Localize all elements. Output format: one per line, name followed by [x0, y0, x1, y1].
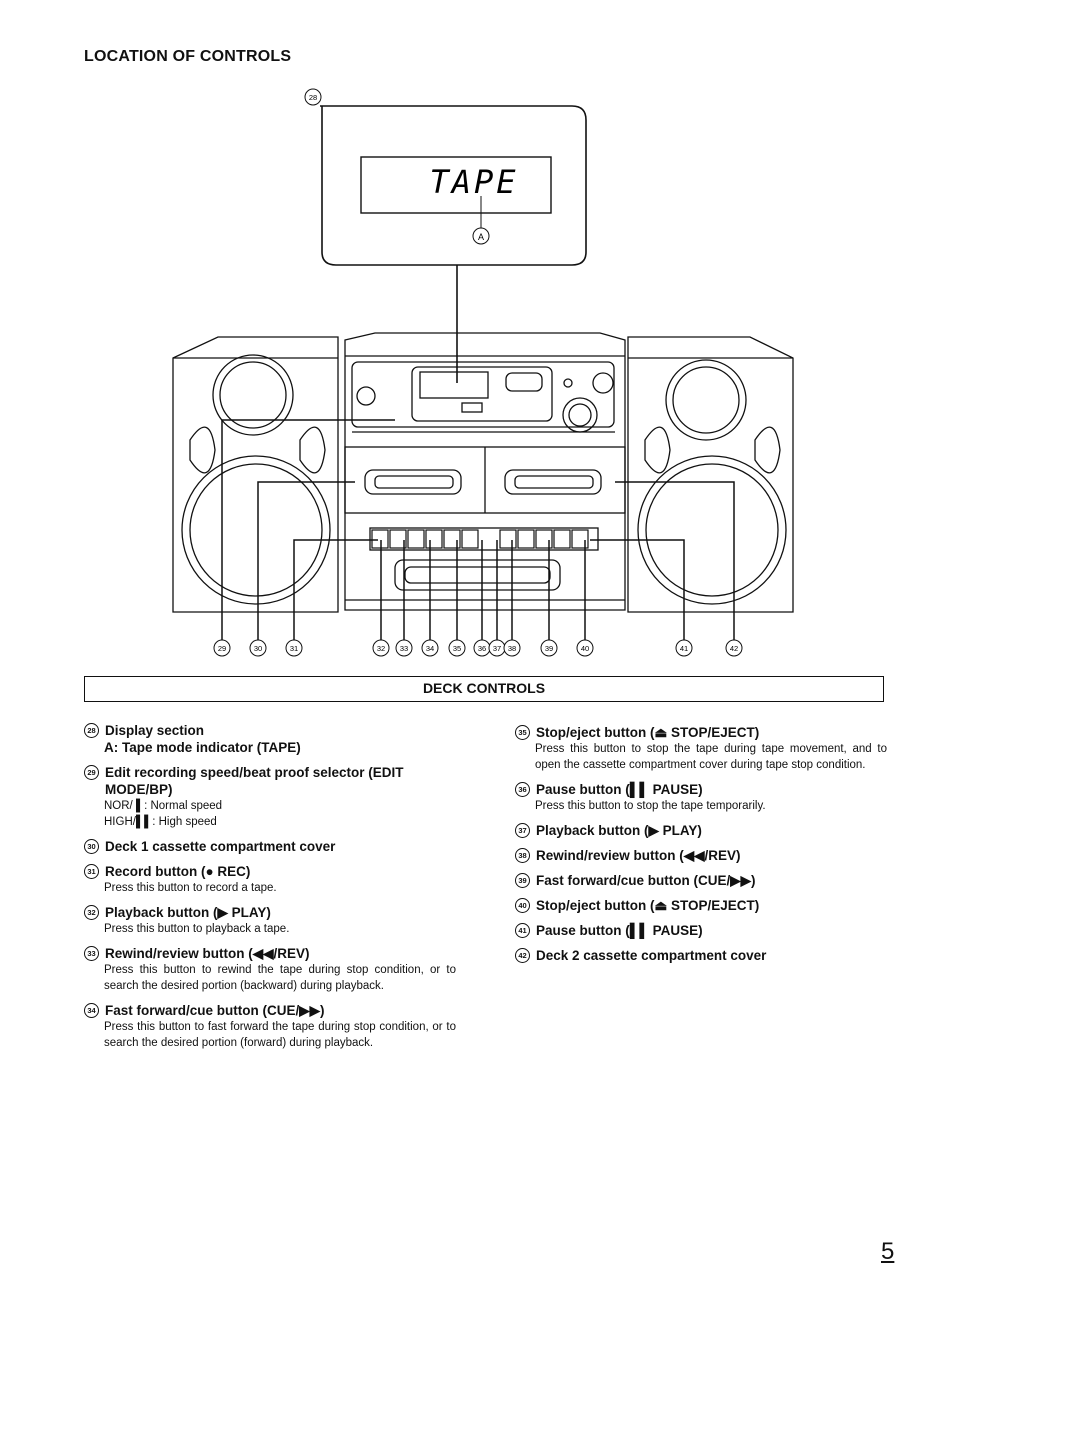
callout-number: 39: [545, 644, 553, 653]
item-number: 41: [515, 923, 530, 938]
item-title: Pause button (▌▌ PAUSE): [536, 923, 703, 938]
item-40: 40 Stop/eject button (⏏ STOP/EJECT): [515, 897, 887, 914]
left-column: 28 Display section A: Tape mode indicator…: [84, 722, 456, 1059]
callout-numbers: 29 30 31 32 33 34 35 36 37 38 39 40 41 42: [213, 639, 743, 657]
callout-number: 30: [254, 644, 262, 653]
item-34: 34 Fast forward/cue button (CUE/▶▶) Press…: [84, 1002, 456, 1051]
item-number: 37: [515, 823, 530, 838]
item-37: 37 Playback button (▶ PLAY): [515, 822, 887, 839]
callout-number: 35: [453, 644, 461, 653]
callout-circle: [285, 639, 303, 657]
item-number: 31: [84, 864, 99, 879]
callout-number: 36: [478, 644, 486, 653]
callout-circle: [395, 639, 413, 657]
item-number: 32: [84, 905, 99, 920]
callout-number: 37: [493, 644, 501, 653]
callout-number: 29: [218, 644, 226, 653]
item-title: Rewind/review button (◀◀/REV): [105, 946, 310, 961]
item-title: Deck 1 cassette compartment cover: [105, 839, 336, 854]
item-title: Fast forward/cue button (CUE/▶▶): [105, 1003, 325, 1018]
callout-circle: [213, 639, 231, 657]
callout-number: 41: [680, 644, 688, 653]
item-description: Press this button to fast forward the ta…: [104, 1021, 456, 1049]
item-30: 30 Deck 1 cassette compartment cover: [84, 838, 456, 855]
item-title: Playback button (▶ PLAY): [536, 823, 702, 838]
item-title: Pause button (▌▌ PAUSE): [536, 782, 703, 797]
item-38: 38 Rewind/review button (◀◀/REV): [515, 847, 887, 864]
item-31: 31 Record button (● REC) Press this butto…: [84, 863, 456, 896]
item-41: 41 Pause button (▌▌ PAUSE): [515, 922, 887, 939]
callout-number: 42: [730, 644, 738, 653]
item-number: 34: [84, 1003, 99, 1018]
mode-normal: NOR/ ▌: Normal speed: [104, 800, 223, 812]
item-number: 33: [84, 946, 99, 961]
callout-circle: [372, 639, 390, 657]
callout-circle: [675, 639, 693, 657]
item-29: 29 Edit recording speed/beat proof select…: [84, 764, 456, 830]
item-number: 29: [84, 765, 99, 780]
section-title: DECK CONTROLS: [422, 680, 546, 696]
item-title: Edit recording speed/beat proof selector…: [105, 765, 404, 797]
callout-circle: [725, 639, 743, 657]
item-28: 28 Display section A: Tape mode indicator…: [84, 722, 456, 756]
item-description: Press this button to stop the tape durin…: [535, 743, 887, 771]
item-description: Press this button to record a tape.: [104, 882, 277, 894]
item-title: Playback button (▶ PLAY): [105, 905, 271, 920]
item-number: 30: [84, 839, 99, 854]
callout-number: 40: [581, 644, 589, 653]
callout-number: 33: [400, 644, 408, 653]
callout-28: 28: [309, 93, 317, 102]
item-title: Display section: [105, 723, 205, 738]
item-42: 42 Deck 2 cassette compartment cover: [515, 947, 887, 964]
deck-controls-header: DECK CONTROLS: [84, 676, 884, 702]
item-title: Deck 2 cassette compartment cover: [536, 948, 767, 963]
item-number: 28: [84, 723, 99, 738]
callout-circle: [540, 639, 558, 657]
callout-circle: [503, 639, 521, 657]
callout-circle: [421, 639, 439, 657]
item-title: Rewind/review button (◀◀/REV): [536, 848, 741, 863]
item-title: Stop/eject button (⏏ STOP/EJECT): [536, 898, 760, 913]
mode-high: HIGH/▌▌: High speed: [104, 816, 217, 828]
item-32: 32 Playback button (▶ PLAY) Press this bu…: [84, 904, 456, 937]
callout-number: 31: [290, 644, 298, 653]
callout-number: 34: [426, 644, 434, 653]
item-subtitle: A: Tape mode indicator (TAPE): [104, 740, 301, 755]
page-number: 5: [881, 1238, 895, 1265]
item-number: 35: [515, 725, 530, 740]
item-description: Press this button to stop the tape tempo…: [535, 800, 766, 812]
item-36: 36 Pause button (▌▌ PAUSE) Press this but…: [515, 781, 887, 814]
item-number: 39: [515, 873, 530, 888]
tape-indicator-text: TAPE: [429, 163, 518, 201]
item-title: Fast forward/cue button (CUE/▶▶): [536, 873, 756, 888]
item-number: 40: [515, 898, 530, 913]
item-number: 42: [515, 948, 530, 963]
page-heading: LOCATION OF CONTROLS: [84, 48, 292, 65]
indicator-letter: A: [478, 232, 484, 242]
stereo-diagram: 28 TAPE A: [172, 88, 794, 657]
item-33: 33 Rewind/review button (◀◀/REV) Press th…: [84, 945, 456, 994]
item-title: Stop/eject button (⏏ STOP/EJECT): [536, 725, 760, 740]
callout-number: 38: [508, 644, 516, 653]
item-39: 39 Fast forward/cue button (CUE/▶▶): [515, 872, 887, 889]
item-description: Press this button to playback a tape.: [104, 923, 290, 935]
item-number: 38: [515, 848, 530, 863]
item-title: Record button (● REC): [105, 864, 251, 879]
callout-circle: [249, 639, 267, 657]
callout-circle: [576, 639, 594, 657]
item-description: Press this button to rewind the tape dur…: [104, 964, 456, 992]
item-number: 36: [515, 782, 530, 797]
callout-circle: [448, 639, 466, 657]
item-35: 35 Stop/eject button (⏏ STOP/EJECT) Press…: [515, 724, 887, 773]
callout-number: 32: [377, 644, 385, 653]
